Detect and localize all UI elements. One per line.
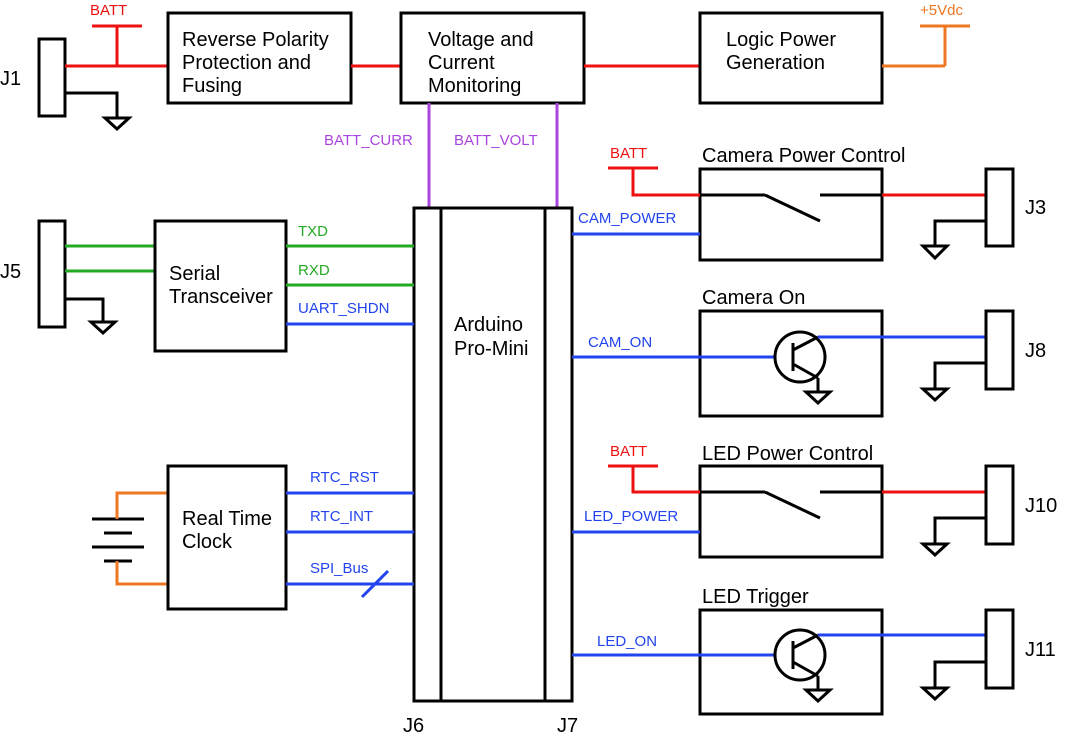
led-on-label: LED_ON <box>597 633 657 650</box>
logic-power-label: Logic Power Generation <box>726 29 842 74</box>
j8-label: J8 <box>1025 340 1046 362</box>
camera-power-block <box>698 167 884 262</box>
rtc-rst-label: RTC_RST <box>310 469 379 486</box>
serial-label: Serial Transceiver <box>169 263 273 308</box>
txd-label: TXD <box>298 223 328 240</box>
camera-on-section: Camera On CAM_ON J8 <box>572 287 1046 418</box>
arduino-body <box>439 206 547 703</box>
rtc-block <box>166 464 288 611</box>
logic-power-block <box>698 11 884 105</box>
camera-on-title: Camera On <box>702 287 805 309</box>
rtc-label: Real Time Clock <box>182 508 278 553</box>
spi-bus-label: SPI_Bus <box>310 560 368 577</box>
top-power-chain: J1 BATT Reverse Polarity Protection and … <box>0 2 970 132</box>
cam-power-label: CAM_POWER <box>578 210 677 227</box>
j7-label: J7 <box>557 715 578 737</box>
j8-ground-icon <box>919 361 986 403</box>
v5-label: +5Vdc <box>920 2 963 19</box>
led-power-block <box>698 464 884 559</box>
batt-label-led: BATT <box>610 443 647 460</box>
led-power-section: LED Power Control BATT LED_POWER J10 <box>572 443 1057 559</box>
j3-label: J3 <box>1025 197 1046 219</box>
camera-power-section: Camera Power Control BATT CAM_POWER J3 <box>572 145 1046 262</box>
rtc-int-label: RTC_INT <box>310 508 373 525</box>
monitoring-block <box>399 11 586 105</box>
j3-ground-icon <box>919 219 986 261</box>
led-power-title: LED Power Control <box>702 443 873 465</box>
arduino-block: Arduino Pro-Mini J6 J7 <box>403 206 578 737</box>
camera-on-transistor-icon <box>773 330 834 406</box>
j5-ground-icon <box>65 297 119 336</box>
j1-label: J1 <box>0 68 21 90</box>
rtc-section: Real Time Clock RTC_RST RTC_INT SPI_Bus <box>92 464 414 611</box>
j11-label: J11 <box>1025 639 1056 661</box>
j6-label: J6 <box>403 715 424 737</box>
batt-label-cam: BATT <box>610 145 647 162</box>
j5-connector <box>37 219 67 329</box>
j7-header <box>543 206 574 703</box>
j11-connector <box>984 608 1015 690</box>
j1-ground-icon <box>65 91 133 132</box>
reverse-polarity-label: Reverse Polarity Protection and Fusing <box>182 29 334 97</box>
j8-connector <box>984 309 1015 391</box>
led-trigger-section: LED Trigger LED_ON J11 <box>572 586 1056 716</box>
j10-label: J10 <box>1025 495 1057 517</box>
batt-volt-label: BATT_VOLT <box>454 132 538 149</box>
serial-block <box>153 219 288 353</box>
j1-connector <box>37 37 67 118</box>
monitoring-label: Voltage and Current Monitoring <box>428 29 539 97</box>
battery-icon <box>92 491 168 586</box>
led-trigger-title: LED Trigger <box>702 586 809 608</box>
camera-on-block <box>698 309 884 418</box>
j6-header <box>412 206 443 703</box>
led-trigger-block <box>698 608 884 716</box>
uart-shdn-label: UART_SHDN <box>298 300 389 317</box>
led-trigger-transistor-icon <box>773 628 834 704</box>
j5-label: J5 <box>0 261 21 283</box>
camera-power-title: Camera Power Control <box>702 145 905 167</box>
arduino-label: Arduino Pro-Mini <box>454 314 529 360</box>
batt-curr-label: BATT_CURR <box>324 132 413 149</box>
reverse-polarity-block <box>166 11 353 105</box>
j11-ground-icon <box>919 660 986 702</box>
rxd-label: RXD <box>298 262 330 279</box>
serial-section: J5 Serial Transceiver TXD RXD UART_SHDN <box>0 219 414 353</box>
analog-monitor-lines: BATT_CURR BATT_VOLT <box>324 103 559 208</box>
batt-label-top: BATT <box>90 2 127 19</box>
j10-connector <box>984 464 1015 546</box>
led-power-label: LED_POWER <box>584 508 678 525</box>
cam-on-label: CAM_ON <box>588 334 652 351</box>
j3-connector <box>984 167 1015 248</box>
j10-ground-icon <box>919 516 986 558</box>
